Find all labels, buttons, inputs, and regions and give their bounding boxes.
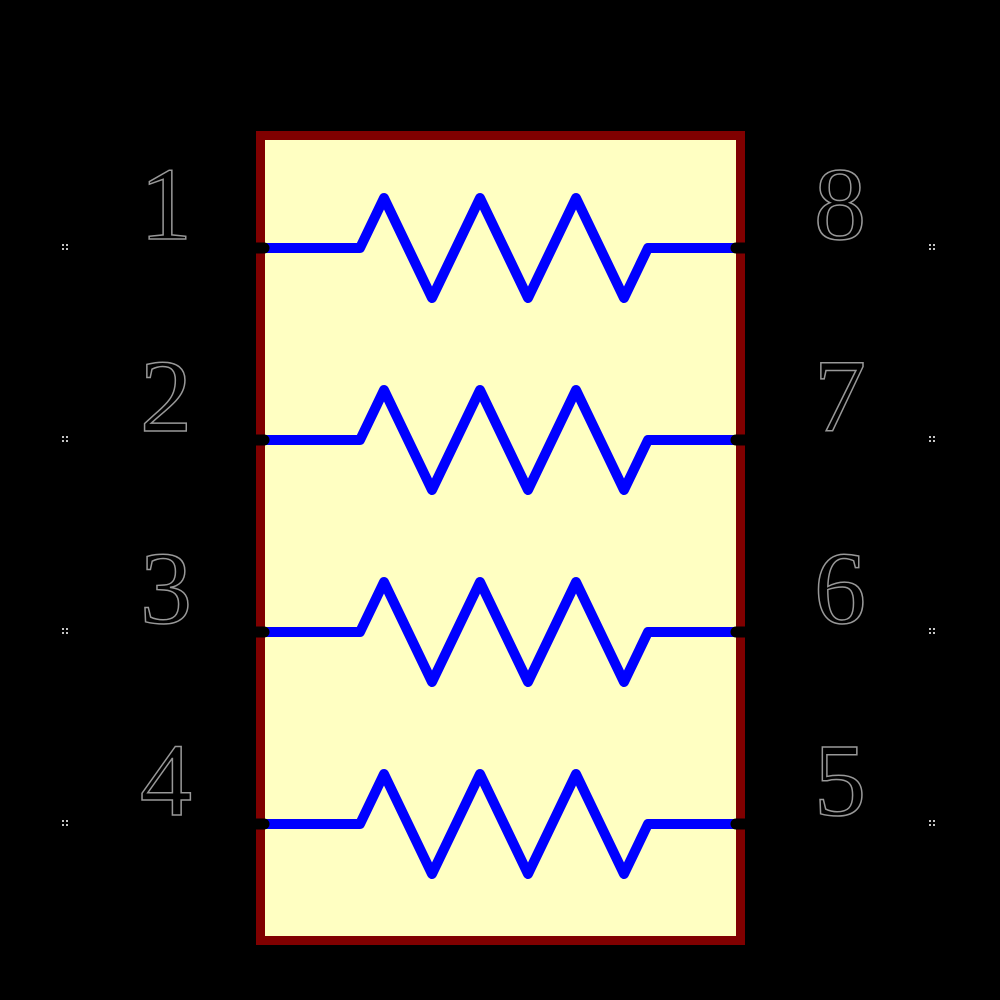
pin-end-marker-right (929, 628, 935, 634)
pin-number-right: 6 (814, 531, 866, 646)
resistor-zigzag (253, 769, 748, 879)
pin-end-marker-left (62, 244, 68, 250)
pin-end-marker-right (929, 820, 935, 826)
resistor-row: 4 5 (60, 722, 940, 879)
pin-number-left: 1 (140, 147, 192, 262)
resistor-zigzag (253, 385, 748, 495)
pin-number-right: 8 (814, 147, 866, 262)
pin-number-left: 3 (140, 531, 192, 646)
pin-end-marker-right (929, 244, 935, 250)
pin-number-right: 5 (814, 723, 866, 838)
resistor-row: 3 6 (60, 530, 940, 687)
pin-number-right: 7 (814, 339, 866, 454)
pin-end-marker-right (929, 436, 935, 442)
resistor-row: 1 8 (60, 146, 940, 303)
resistor-zigzag (253, 577, 748, 687)
pin-number-left: 4 (140, 723, 192, 838)
pin-number-left: 2 (140, 339, 192, 454)
pin-end-marker-left (62, 820, 68, 826)
resistor-zigzag (253, 193, 748, 303)
pin-end-marker-left (62, 628, 68, 634)
pin-end-marker-left (62, 436, 68, 442)
resistor-row: 2 7 (60, 338, 940, 495)
